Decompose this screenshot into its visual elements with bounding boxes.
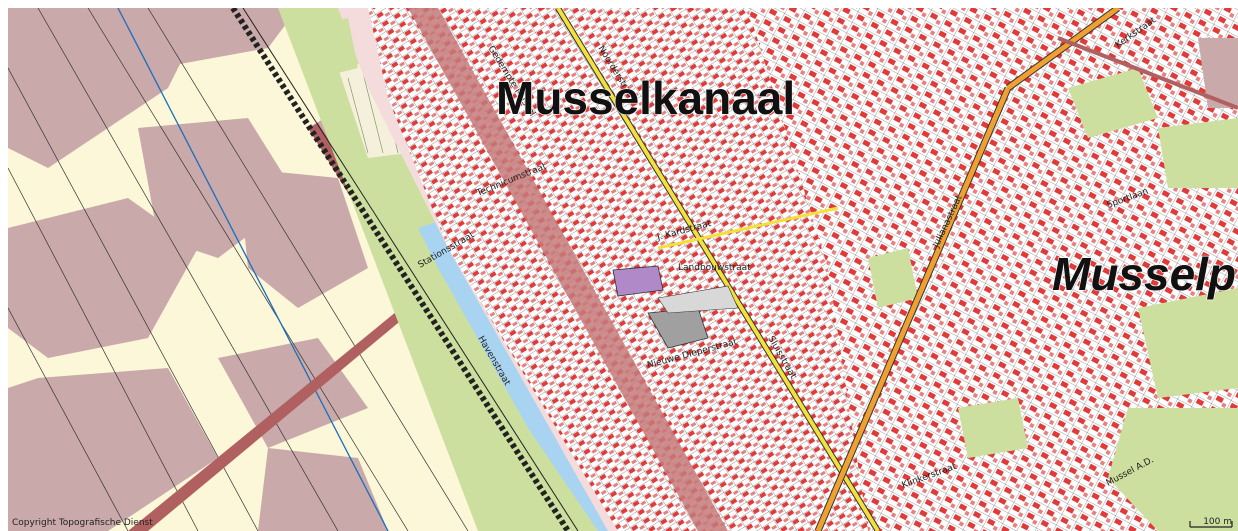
railway-edge xyxy=(242,8,579,531)
parcel-lines xyxy=(8,8,469,531)
topographic-map: Technicumstraat Stationsstraat Landbouws… xyxy=(8,8,1238,531)
place-name-primary: Musselkanaal xyxy=(496,72,795,124)
main-road xyxy=(815,87,1011,531)
map-canvas[interactable]: Technicumstraat Stationsstraat Landbouws… xyxy=(8,8,1238,531)
cross-road xyxy=(657,206,839,250)
public-building xyxy=(657,285,739,314)
main-road-north xyxy=(1006,8,1120,91)
street-label: Landbouwstraat xyxy=(678,263,751,273)
north-canal-road xyxy=(1057,36,1238,110)
scale-label: 100 m xyxy=(1203,517,1232,527)
copyright-notice: Copyright Topografische Dienst xyxy=(12,518,153,528)
church-block xyxy=(612,265,664,297)
place-name-secondary: Musselp xyxy=(1052,248,1236,300)
ditch-line xyxy=(117,8,389,531)
scale-bar xyxy=(1189,521,1233,528)
east-parcel xyxy=(1198,38,1238,108)
parks xyxy=(308,18,1238,531)
secondary-road xyxy=(556,8,880,531)
railway xyxy=(230,8,571,531)
main-street-band xyxy=(408,8,728,531)
